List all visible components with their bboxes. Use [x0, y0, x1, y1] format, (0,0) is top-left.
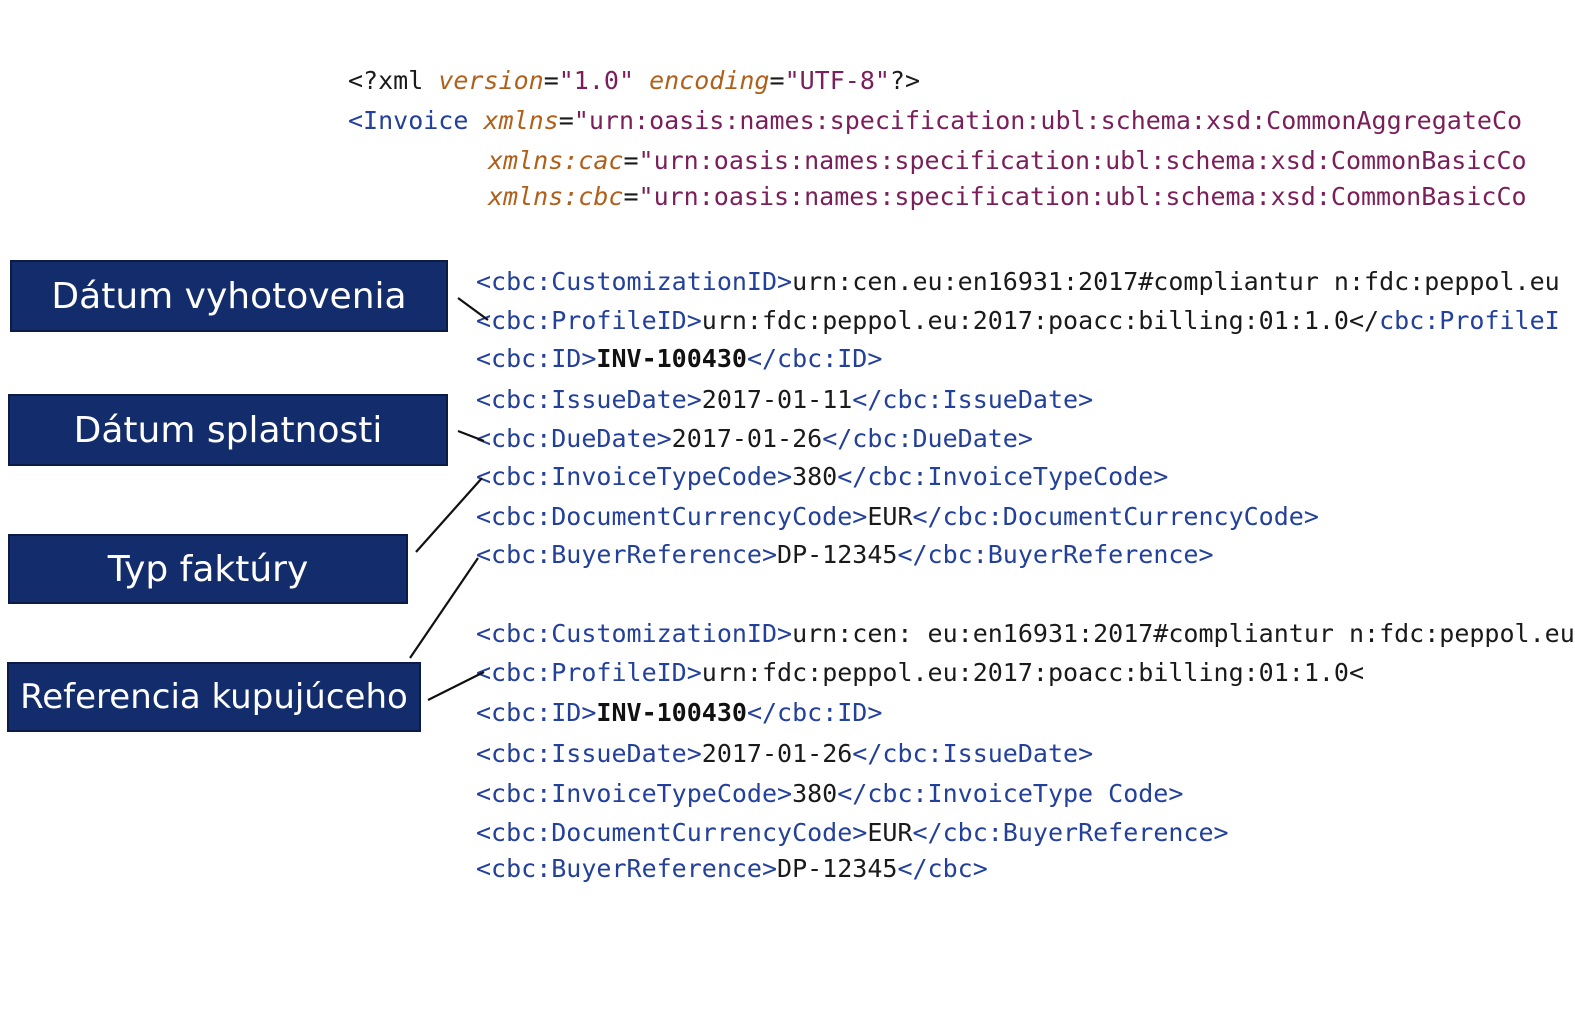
xml-line: <cbc:IssueDate>2017-01-11</cbc:IssueDate… — [476, 385, 1093, 415]
xmlns-value: "urn:oasis:names:specification:ubl:schem… — [573, 106, 1523, 135]
xmlns-cac-attr: xmlns:cac — [488, 146, 624, 175]
xml-line: <cbc:DueDate>2017-01-26</cbc:DueDate> — [476, 424, 1033, 454]
xml-value: 2017-01-11 — [701, 385, 853, 414]
xml-value: urn:cen.eu:en16931:2017#compliantur n:fd… — [792, 267, 1560, 296]
xml-value: INV-100430 — [596, 698, 747, 727]
xml-value: EUR — [867, 818, 913, 847]
leader-line-invoice-type — [415, 477, 483, 553]
leader-line-buyer-ref-2 — [427, 671, 485, 701]
xml-value: DP-12345 — [777, 540, 898, 569]
xml-close-tag: </cbc:InvoiceType Code> — [837, 779, 1184, 808]
xml-line: <cbc:ID>INV-100430</cbc:ID> — [476, 698, 882, 728]
xml-value: urn:cen: eu:en16931:2017#compliantur n:f… — [792, 619, 1575, 648]
xml-close-tag: </cbc:IssueDate> — [852, 739, 1094, 768]
xml-open-tag: <cbc:DueDate> — [476, 424, 672, 453]
callout-label: Dátum splatnosti — [73, 409, 383, 451]
xml-close-tag: </cbc:DocumentCurrencyCode> — [912, 502, 1319, 531]
xmlns-attr: xmlns — [483, 106, 559, 135]
decl-encoding-value: "UTF-8" — [784, 66, 890, 95]
xml-open-tag: <cbc:InvoiceTypeCode> — [476, 462, 793, 491]
xml-line: <cbc:CustomizationID>urn:cen.eu:en16931:… — [476, 267, 1560, 297]
xml-value: DP-12345 — [777, 854, 898, 883]
xml-open-tag: <cbc:InvoiceTypeCode> — [476, 779, 793, 808]
invoice-root-tag: <Invoice — [348, 106, 469, 135]
xml-close-tag: </cbc:BuyerReference> — [897, 540, 1214, 569]
callout-label: Typ faktúry — [107, 548, 309, 590]
xml-open-tag: <cbc:ID> — [476, 344, 597, 373]
xmlns-cbc-attr: xmlns:cbc — [488, 182, 624, 211]
decl-version-value: "1.0" — [558, 66, 635, 95]
leader-line-due-date — [457, 429, 485, 443]
xmlns-cac-value: "urn:oasis:names:specification:ubl:schem… — [638, 146, 1527, 175]
xmlns-cbc-line: xmlns:cbc="urn:oasis:names:specification… — [488, 182, 1527, 211]
xml-line: <cbc:ProfileID>urn:fdc:peppol.eu:2017:po… — [476, 658, 1364, 688]
callout-label: Referencia kupujúceho — [20, 677, 408, 717]
decl-close: ?> — [889, 66, 921, 95]
decl-version-attr: version — [438, 66, 544, 95]
xml-close-tag: </cbc:ID> — [746, 698, 883, 727]
callout-buyer-reference: Referencia kupujúceho — [7, 662, 421, 732]
xml-value: EUR — [867, 502, 913, 531]
xml-close-tag: </cbc> — [897, 854, 988, 883]
xml-value: 2017-01-26 — [671, 424, 823, 453]
xml-declaration: <?xml version="1.0" encoding="UTF-8"?> — [348, 66, 921, 95]
xml-line: <cbc:ProfileID>urn:fdc:peppol.eu:2017:po… — [476, 306, 1560, 336]
xml-line: <cbc:DocumentCurrencyCode>EUR</cbc:Buyer… — [476, 818, 1229, 848]
xml-close-tag: </cbc:DueDate> — [822, 424, 1033, 453]
callout-invoice-type: Typ faktúry — [8, 534, 408, 604]
xml-close-tag: </cbc:IssueDate> — [852, 385, 1094, 414]
leader-line-issue-date — [457, 297, 489, 321]
xml-open-tag: <cbc:ProfileID> — [476, 306, 702, 335]
xml-open-tag: <cbc:CustomizationID> — [476, 619, 793, 648]
xml-open-tag: <cbc:CustomizationID> — [476, 267, 793, 296]
xml-close-tag: </cbc:InvoiceTypeCode> — [837, 462, 1169, 491]
decl-open: <?xml — [348, 66, 424, 95]
invoice-root-line: <Invoice xmlns="urn:oasis:names:specific… — [348, 106, 1523, 135]
xml-line: <cbc:IssueDate>2017-01-26</cbc:IssueDate… — [476, 739, 1093, 769]
decl-encoding-attr: encoding — [649, 66, 770, 95]
xml-line: <cbc:ID>INV-100430</cbc:ID> — [476, 344, 882, 374]
xml-line: <cbc:InvoiceTypeCode>380</cbc:InvoiceTyp… — [476, 462, 1168, 492]
xml-value: INV-100430 — [596, 344, 747, 373]
xml-value: urn:fdc:peppol.eu:2017:poacc:billing:01:… — [701, 306, 1380, 335]
xml-line: <cbc:InvoiceTypeCode>380</cbc:InvoiceTyp… — [476, 779, 1183, 809]
xml-value: 2017-01-26 — [701, 739, 853, 768]
xml-open-tag: <cbc:IssueDate> — [476, 739, 702, 768]
xml-line: <cbc:DocumentCurrencyCode>EUR</cbc:Docum… — [476, 502, 1319, 532]
xml-open-tag: <cbc:ProfileID> — [476, 658, 702, 687]
xml-open-tag: <cbc:ID> — [476, 698, 597, 727]
callout-due-date: Dátum splatnosti — [8, 394, 448, 466]
xml-value: 380 — [792, 779, 838, 808]
leader-line-buyer-ref-1 — [409, 557, 479, 659]
xml-close-tag: </cbc:ID> — [746, 344, 883, 373]
xml-open-tag: <cbc:BuyerReference> — [476, 540, 778, 569]
xml-line: <cbc:BuyerReference>DP-12345</cbc:BuyerR… — [476, 540, 1214, 570]
xml-open-tag: <cbc:BuyerReference> — [476, 854, 778, 883]
callout-label: Dátum vyhotovenia — [51, 275, 407, 317]
xml-open-tag: <cbc:DocumentCurrencyCode> — [476, 502, 868, 531]
xml-value: 380 — [792, 462, 838, 491]
xmlns-cbc-value: "urn:oasis:names:specification:ubl:schem… — [638, 182, 1527, 211]
xml-close-tag: cbc:ProfileI — [1379, 306, 1560, 335]
xmlns-cac-line: xmlns:cac="urn:oasis:names:specification… — [488, 146, 1527, 175]
xml-open-tag: <cbc:DocumentCurrencyCode> — [476, 818, 868, 847]
leader-lines — [409, 297, 489, 701]
callout-issue-date: Dátum vyhotovenia — [10, 260, 448, 332]
xml-open-tag: <cbc:IssueDate> — [476, 385, 702, 414]
xml-close-tag: </cbc:BuyerReference> — [912, 818, 1229, 847]
xml-line: <cbc:BuyerReference>DP-12345</cbc> — [476, 854, 988, 884]
xml-value: urn:fdc:peppol.eu:2017:poacc:billing:01:… — [701, 658, 1365, 687]
xml-line: <cbc:CustomizationID>urn:cen: eu:en16931… — [476, 619, 1575, 649]
